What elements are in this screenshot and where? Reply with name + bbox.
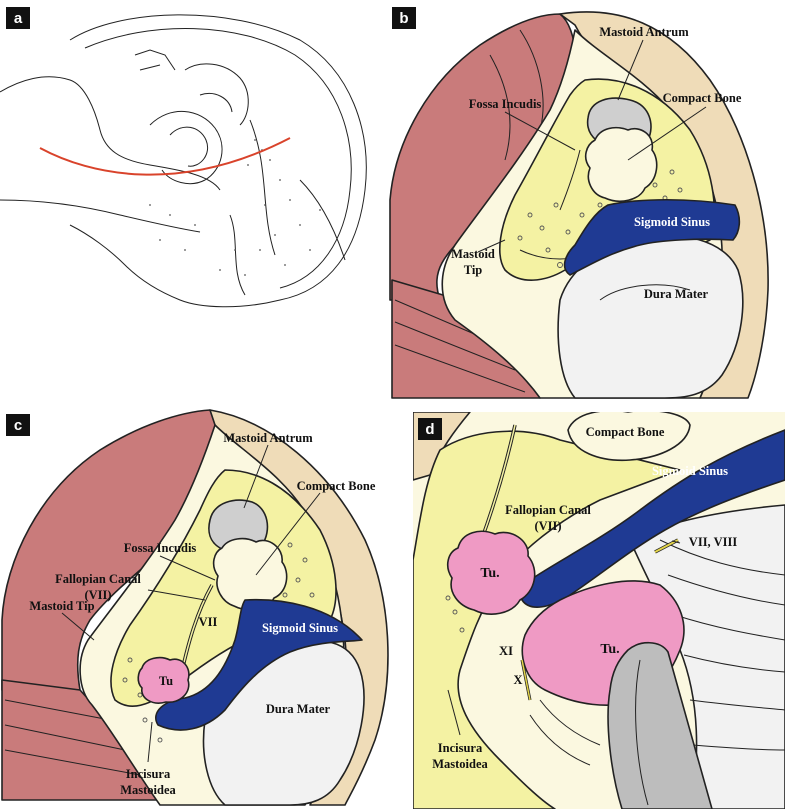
incision-line	[39, 137, 291, 176]
compact-bone-region	[567, 412, 691, 462]
panel-label-bg	[392, 7, 416, 29]
jaw-teeth	[134, 49, 176, 71]
label-fossa-incudis: Fossa Incudis	[469, 97, 542, 111]
ear-inner	[169, 126, 208, 167]
label-sigmoid-sinus: Sigmoid Sinus	[652, 464, 728, 478]
panel-label-bg	[418, 418, 442, 440]
label-sigmoid-sinus: Sigmoid Sinus	[262, 621, 338, 635]
label-tu: Tu	[159, 674, 173, 688]
lower-folia	[529, 699, 601, 766]
label-x: X	[513, 673, 522, 687]
label-sigmoid-sinus: Sigmoid Sinus	[634, 215, 710, 229]
skull-inner-outline	[84, 28, 352, 289]
label-xi: XI	[499, 644, 513, 658]
label-tu-left: Tu.	[480, 566, 499, 581]
compact-bone-region	[212, 537, 288, 611]
label-vii: VII	[199, 615, 218, 629]
sigmoid-sinus-region	[155, 598, 363, 731]
skull-outline	[69, 14, 367, 308]
label-compact-bone: Compact Bone	[297, 479, 376, 493]
neck-outline	[0, 199, 201, 233]
label-incisura-line2: Mastoidea	[432, 757, 488, 771]
label-fallopian-canal-line1: Fallopian Canal	[55, 572, 141, 586]
suture-lines	[229, 119, 346, 296]
panel-d: Compact Bone Sigmoid Sinus Fallopian Can…	[413, 412, 785, 809]
label-mastoid-tip-line1: Mastoid	[451, 247, 495, 261]
ear-outline	[149, 111, 223, 185]
label-fallopian-canal-line1: Fallopian Canal	[505, 503, 591, 517]
label-dura-mater: Dura Mater	[266, 702, 331, 716]
label-tu-right: Tu.	[600, 642, 619, 657]
panel-a: a	[0, 7, 367, 308]
tumor-region-small	[446, 530, 536, 615]
panel-c: Mastoid Antrum Compact Bone Fossa Incudi…	[1, 409, 389, 806]
panel-label-d: d	[425, 421, 434, 438]
label-mastoid-tip-line2: Tip	[464, 263, 483, 277]
label-incisura-line1: Incisura	[126, 767, 171, 781]
hand-outline	[184, 63, 249, 126]
label-fallopian-canal-line2: (VII)	[534, 519, 561, 533]
tumor-region	[137, 656, 190, 704]
panel-label-c: c	[14, 417, 22, 434]
label-mastoid-antrum: Mastoid Antrum	[223, 431, 313, 445]
label-incisura-line2: Mastoidea	[120, 783, 176, 797]
compact-bone-region	[584, 126, 658, 202]
label-fossa-incudis: Fossa Incudis	[124, 541, 197, 555]
label-dura-mater: Dura Mater	[644, 287, 709, 301]
face-outline	[0, 76, 221, 191]
panel-label-bg	[6, 7, 30, 29]
sigmoid-sinus-region	[563, 198, 741, 276]
label-fallopian-canal-line2: (VII)	[84, 588, 111, 602]
label-vii-viii: VII, VIII	[689, 535, 738, 549]
label-mastoid-antrum: Mastoid Antrum	[599, 25, 689, 39]
label-compact-bone: Compact Bone	[586, 425, 665, 439]
stipple-texture	[149, 139, 321, 276]
cerebellum-folia	[659, 539, 785, 751]
panel-b: Mastoid Antrum Fossa Incudis Compact Bon…	[389, 11, 769, 399]
suction-instrument	[607, 641, 713, 809]
panel-label-a: a	[14, 10, 23, 27]
label-compact-bone: Compact Bone	[663, 91, 742, 105]
panel-label-bg	[6, 414, 30, 436]
label-incisura-line1: Incisura	[438, 741, 483, 755]
panel-label-b: b	[399, 10, 408, 27]
label-mastoid-tip: Mastoid Tip	[29, 599, 94, 613]
